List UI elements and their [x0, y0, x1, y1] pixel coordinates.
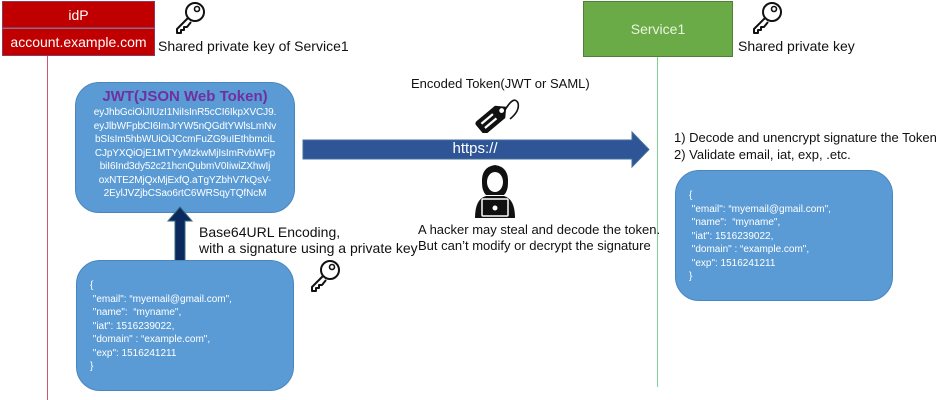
payload-line: "domain" : “example.com",: [689, 244, 810, 255]
encoding-arrow: [167, 206, 193, 265]
payload-line: "name": “myname",: [90, 307, 182, 318]
hacker-icon: [472, 163, 518, 219]
https-arrow: [302, 131, 650, 168]
service-key-caption: Shared private key: [738, 38, 855, 54]
payload-line: "exp": 1516241211: [689, 257, 776, 269]
payload-line: "email": “myemail@gmail.com",: [689, 203, 831, 215]
payload-line: {: [689, 190, 693, 201]
payload-line: "domain" : “example.com",: [90, 334, 211, 345]
payload-line: {: [90, 280, 94, 291]
service-lifeline: [657, 57, 658, 387]
jwt-line: eyJlbWFpbCI6ImJrYW5nQGdtYWlsLmNv: [93, 120, 277, 132]
jwt-line: bSIsIm5hbWUiOiJCcmFuZG9uIEthbmciL: [94, 134, 276, 145]
jwt-token-box: JWT(JSON Web Token) eyJhbGciOiJIUzI1NiIs…: [75, 82, 295, 213]
payload-line: "exp": 1516241211: [90, 347, 177, 359]
payload-line: "email": “myemail@gmail.com",: [90, 293, 232, 305]
payload-line: }: [90, 361, 94, 372]
service-payload-box: { "email": “myemail@gmail.com", "name": …: [675, 170, 893, 301]
key-icon: [307, 258, 343, 294]
service-step-1: 1) Decode and unencrypt signature the To…: [674, 130, 936, 145]
key-icon: [749, 0, 785, 36]
hacker-note-line2: But can’t modify or decrypt the signatur…: [418, 238, 651, 253]
key-icon: [172, 0, 208, 36]
encoding-note-line2: with a signature using a private key: [199, 240, 418, 256]
idp-actor-name: idP: [2, 1, 155, 28]
payload-line: "iat": 1516239022,: [689, 230, 774, 242]
payload-line: "iat": 1516239022,: [90, 320, 175, 332]
payload-line: }: [689, 271, 693, 282]
jwt-line: eyJhbGciOiJIUzI1NiIsInR5cCI6IkpXVCJ9.: [93, 107, 277, 118]
jwt-line: 2EylJVZjbCSao6rtC6WRSqyTQfNcM: [103, 188, 267, 199]
jwt-line: oxNTE2MjQxMjExfQ.aTgYZbhV7kQsV-: [98, 174, 272, 186]
service-actor: Service1: [583, 1, 733, 57]
idp-domain: account.example.com: [2, 28, 155, 56]
https-label: https://: [452, 140, 498, 157]
tag-icon: [472, 93, 522, 133]
jwt-line: biI6Ind3dy52c21hcnQubmV0IiwiZXhwIj: [99, 161, 271, 172]
jwt-line: CJpYXQiOjE1MTYyMzkwMjIsImRvbWFp: [94, 147, 276, 159]
jwt-title: JWT(JSON Web Token): [102, 88, 268, 105]
payload-box: { "email": “myemail@gmail.com", "name": …: [76, 260, 294, 391]
hacker-note-line1: A hacker may steal and decode the token.: [418, 222, 661, 237]
token-label: Encoded Token(JWT or SAML): [411, 76, 590, 91]
payload-line: "name": “myname",: [689, 217, 781, 228]
service-step-2: 2) Validate email, iat, exp, .etc.: [674, 147, 851, 162]
idp-lifeline: [47, 56, 48, 400]
idp-key-caption: Shared private key of Service1: [158, 38, 349, 54]
encoding-note-line1: Base64URL Encoding,: [199, 224, 341, 240]
